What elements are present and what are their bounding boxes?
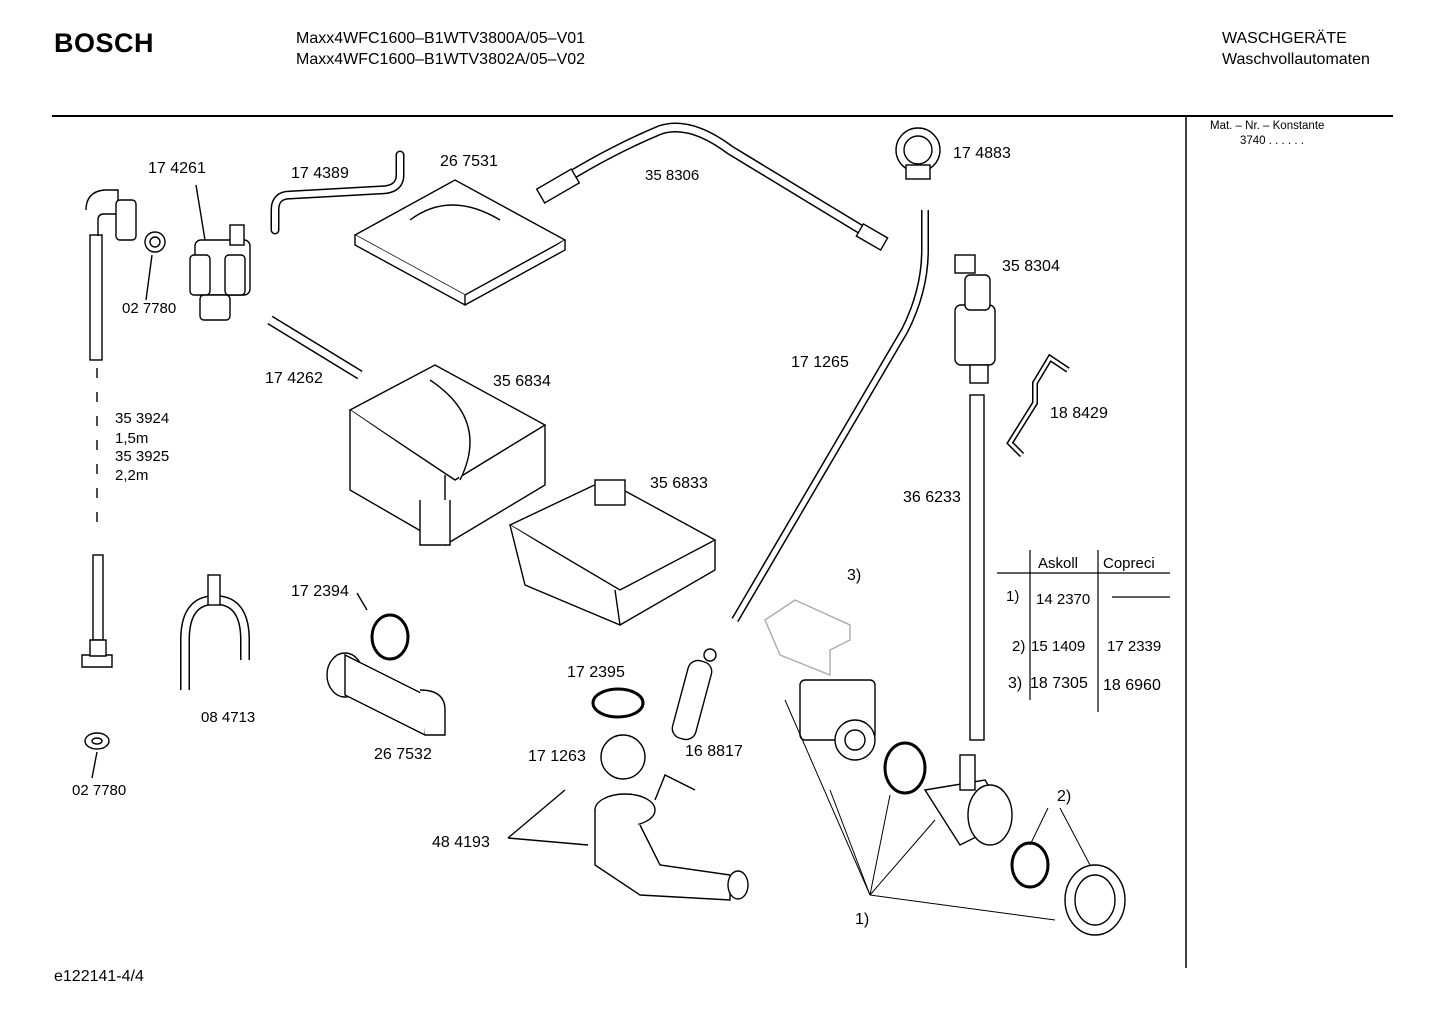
mat-nr-title: Mat. – Nr. – Konstante <box>1210 120 1325 132</box>
part-label: 17 2394 <box>291 583 349 600</box>
filter-housing <box>923 754 1013 846</box>
part-label: 2) <box>1057 788 1072 805</box>
table-cell: 14 2370 <box>1036 591 1091 608</box>
callout-1-lines <box>784 699 1091 921</box>
part-label: 02 7780 <box>72 782 127 799</box>
part-label: 18 8429 <box>1050 405 1108 422</box>
part-label: 26 7532 <box>374 746 432 763</box>
sensor-16-8817 <box>671 648 717 741</box>
table-cell: 18 6960 <box>1103 677 1161 694</box>
inlet-hose <box>81 189 137 668</box>
seal-washer-top <box>144 231 166 253</box>
brand-logo: BOSCH <box>54 28 155 58</box>
part-label: 1,5m <box>115 430 149 447</box>
part-label: 16 8817 <box>685 743 743 760</box>
part-label: 35 6834 <box>493 373 551 390</box>
part-label: 36 6233 <box>903 489 961 506</box>
part-label: 17 1265 <box>791 354 849 371</box>
table-cell: 18 7305 <box>1030 675 1088 692</box>
model-line-1: Maxx4WFC1600–B1WTV3800A/05–V01 <box>296 30 586 47</box>
part-label: 3) <box>847 567 862 584</box>
category-title: WASCHGERÄTE <box>1222 30 1347 47</box>
bellows-hose <box>326 652 446 737</box>
mat-nr-value: 3740 . . . . . . <box>1240 135 1304 147</box>
long-tube <box>537 122 873 240</box>
inlet-valve <box>189 224 251 321</box>
filter-seal <box>1010 841 1050 889</box>
table-header-copreci: Copreci <box>1103 555 1155 572</box>
drawing-code: e122141-4/4 <box>54 968 144 985</box>
variant-table-lines <box>997 550 1170 712</box>
o-ring-17-2395 <box>591 687 645 719</box>
part-label: 17 1263 <box>528 748 586 765</box>
model-line-2: Maxx4WFC1600–B1WTV3802A/05–V02 <box>296 51 586 68</box>
table-row-key: 2) <box>1012 638 1026 655</box>
part-label: 26 7531 <box>440 153 498 170</box>
part-label: 35 8306 <box>645 167 700 184</box>
pressure-hose <box>731 210 929 623</box>
part-label: 35 3924 <box>115 410 170 427</box>
part-label: 2,2m <box>115 467 149 484</box>
part-label: 48 4193 <box>432 834 490 851</box>
table-row-key: 1) <box>1006 588 1020 605</box>
part-label: 17 4262 <box>265 370 323 387</box>
air-trap <box>954 254 996 384</box>
seal-washer-bottom <box>84 732 110 750</box>
sump-hose <box>594 774 749 901</box>
dispenser-housing <box>348 364 547 547</box>
part-label: 17 4261 <box>148 160 206 177</box>
ball-17-1263 <box>600 734 646 780</box>
pressure-switch <box>895 127 941 180</box>
part-label: 1) <box>855 911 870 928</box>
drain-pump <box>799 679 876 761</box>
part-label: 35 8304 <box>1002 258 1060 275</box>
pump-seal <box>883 741 927 795</box>
o-ring-17-2394 <box>370 613 410 661</box>
part-label: 17 2395 <box>567 664 625 681</box>
detergent-drawer <box>508 479 717 627</box>
drain-hose <box>969 394 985 741</box>
table-cell: 17 2339 <box>1107 638 1162 655</box>
pump-cover <box>764 599 851 677</box>
part-label: 35 6833 <box>650 475 708 492</box>
lint-filter <box>1064 864 1126 936</box>
parts-artwork <box>81 122 1170 936</box>
table-cell: 15 1409 <box>1031 638 1086 655</box>
part-label: 35 3925 <box>115 448 170 465</box>
detergent-lid <box>353 179 567 307</box>
part-label: 17 4883 <box>953 145 1011 162</box>
table-row-key: 3) <box>1008 675 1023 692</box>
part-label: 17 4389 <box>291 165 349 182</box>
part-label: 08 4713 <box>201 709 256 726</box>
part-label: 02 7780 <box>122 300 177 317</box>
table-header-askoll: Askoll <box>1038 555 1079 572</box>
category-subtitle: Waschvollautomaten <box>1222 51 1370 68</box>
